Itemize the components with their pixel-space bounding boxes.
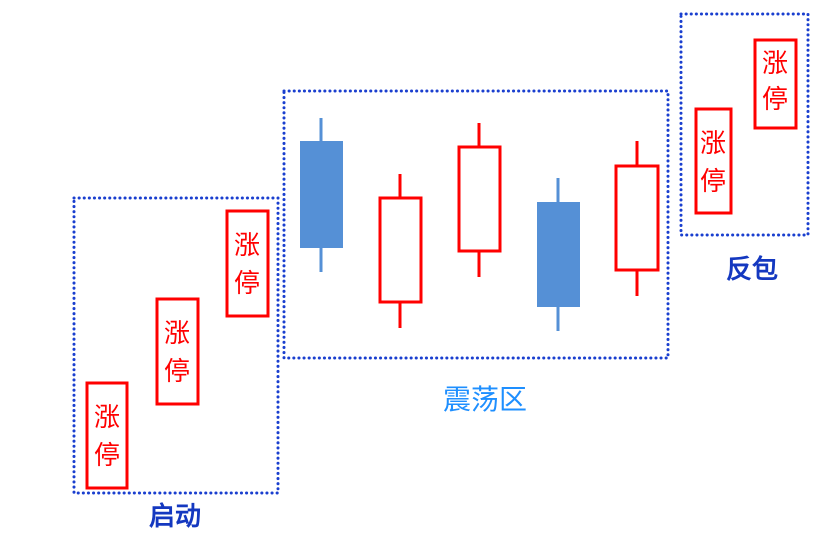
candle-down [300,118,343,272]
limit-up-marker: 涨 停 [85,381,129,490]
svg-text:停: 停 [762,85,788,115]
svg-text:涨: 涨 [94,403,120,433]
limit-up-marker: 涨 停 [155,297,200,406]
candle-up [457,123,502,277]
svg-text:停: 停 [164,357,190,387]
svg-text:涨: 涨 [164,319,190,349]
svg-text:涨: 涨 [234,231,260,261]
zone-reversal-label: 反包 [726,254,778,285]
svg-text:涨: 涨 [700,129,726,159]
zone-consolidation-label: 震荡区 [443,383,527,416]
zone-launch-label: 启动 [149,501,201,532]
svg-text:涨: 涨 [762,49,788,79]
svg-text:停: 停 [234,269,260,299]
candle-up [614,141,660,296]
zone-reversal-box [679,12,810,237]
svg-text:停: 停 [94,441,120,471]
limit-up-marker: 涨 停 [694,107,733,215]
candle-down [537,178,580,331]
zone-launch-box [72,196,280,495]
svg-text:停: 停 [700,167,726,197]
limit-up-marker: 涨 停 [225,209,270,318]
limit-up-marker: 涨 停 [753,38,798,130]
zone-consolidation-box [282,89,670,360]
candle-up [378,174,423,328]
